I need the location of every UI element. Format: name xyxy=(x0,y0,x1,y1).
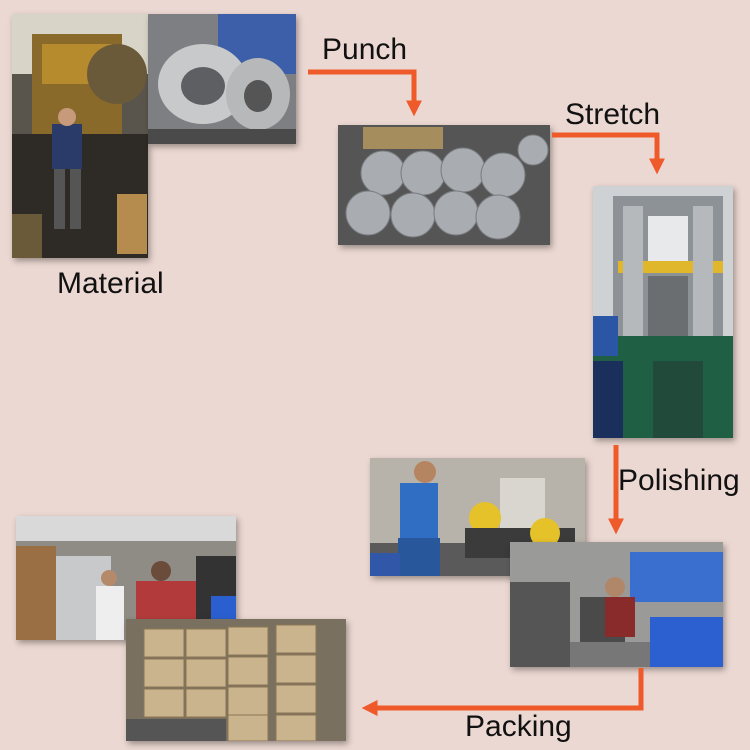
steel-coil-photo xyxy=(148,14,296,144)
polishing-workshop-photo xyxy=(510,542,723,667)
material-press-photo xyxy=(12,14,148,258)
step-label-polishing: Polishing xyxy=(618,464,740,497)
step-label-material: Material xyxy=(57,267,164,300)
arrow-material-to-punch xyxy=(308,69,423,117)
arrow-polishing-to-packing xyxy=(361,668,644,717)
arrow-punch-to-stretch xyxy=(552,132,666,175)
hydraulic-press-photo xyxy=(593,186,733,438)
packed-boxes-photo xyxy=(126,619,346,741)
step-label-stretch: Stretch xyxy=(565,98,661,131)
step-label-packing: Packing xyxy=(465,710,572,743)
step-label-punch: Punch xyxy=(322,33,408,66)
punched-discs-photo xyxy=(338,125,550,245)
